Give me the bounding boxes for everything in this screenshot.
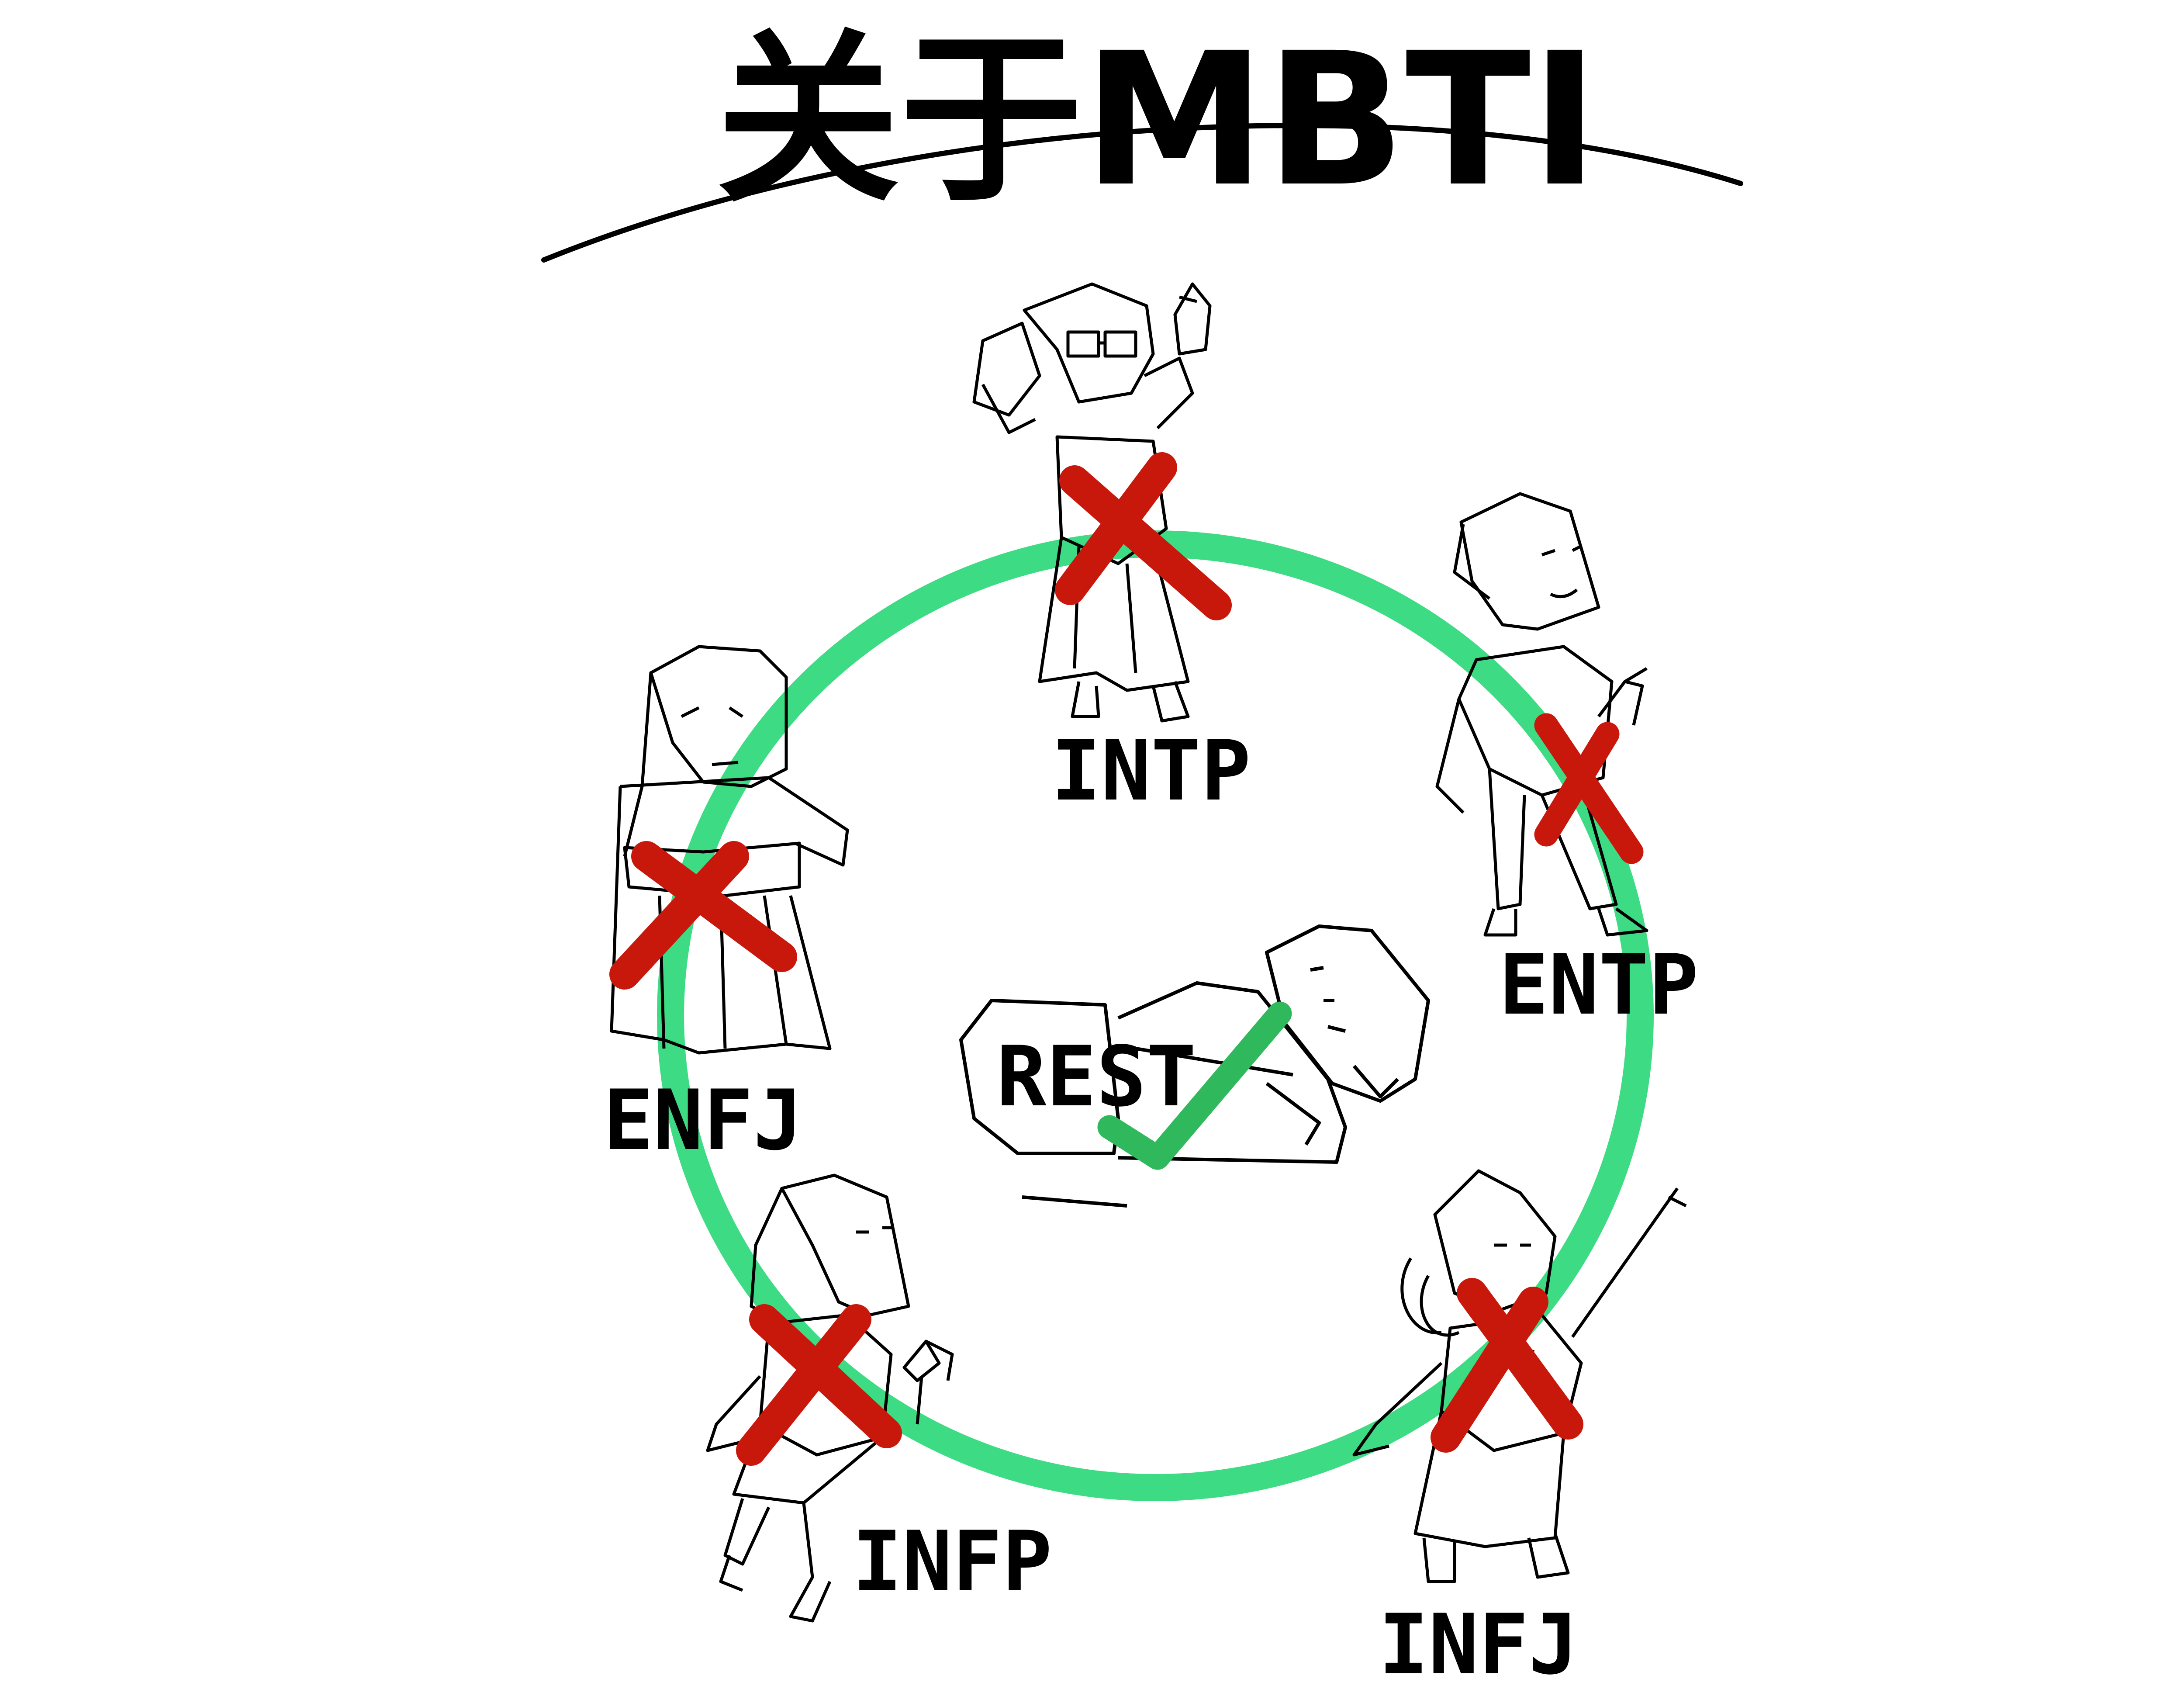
cross-mark-infj (1431, 1278, 1583, 1453)
cross-mark-infp (736, 1304, 902, 1466)
page-title: 关于MBTI (716, 14, 1599, 227)
figure-entp (1435, 492, 1648, 937)
cross-mark-enfj (609, 841, 797, 990)
type-label-infp: INFP (852, 1513, 1052, 1610)
center-label: REST (996, 1028, 1196, 1125)
cross-mark-intp (1055, 452, 1232, 620)
type-label-entp: ENTP (1499, 937, 1699, 1033)
title-group: 关于MBTI (541, 14, 1743, 263)
cross-mark-entp (1534, 713, 1644, 864)
check-mark-center (1097, 1001, 1292, 1170)
figure-resting (959, 924, 1430, 1208)
type-label-infj: INFJ (1379, 1596, 1579, 1693)
title-swoosh (541, 123, 1743, 263)
type-label-enfj: ENFJ (603, 1072, 803, 1169)
type-label-intp: INTP (1051, 723, 1251, 819)
